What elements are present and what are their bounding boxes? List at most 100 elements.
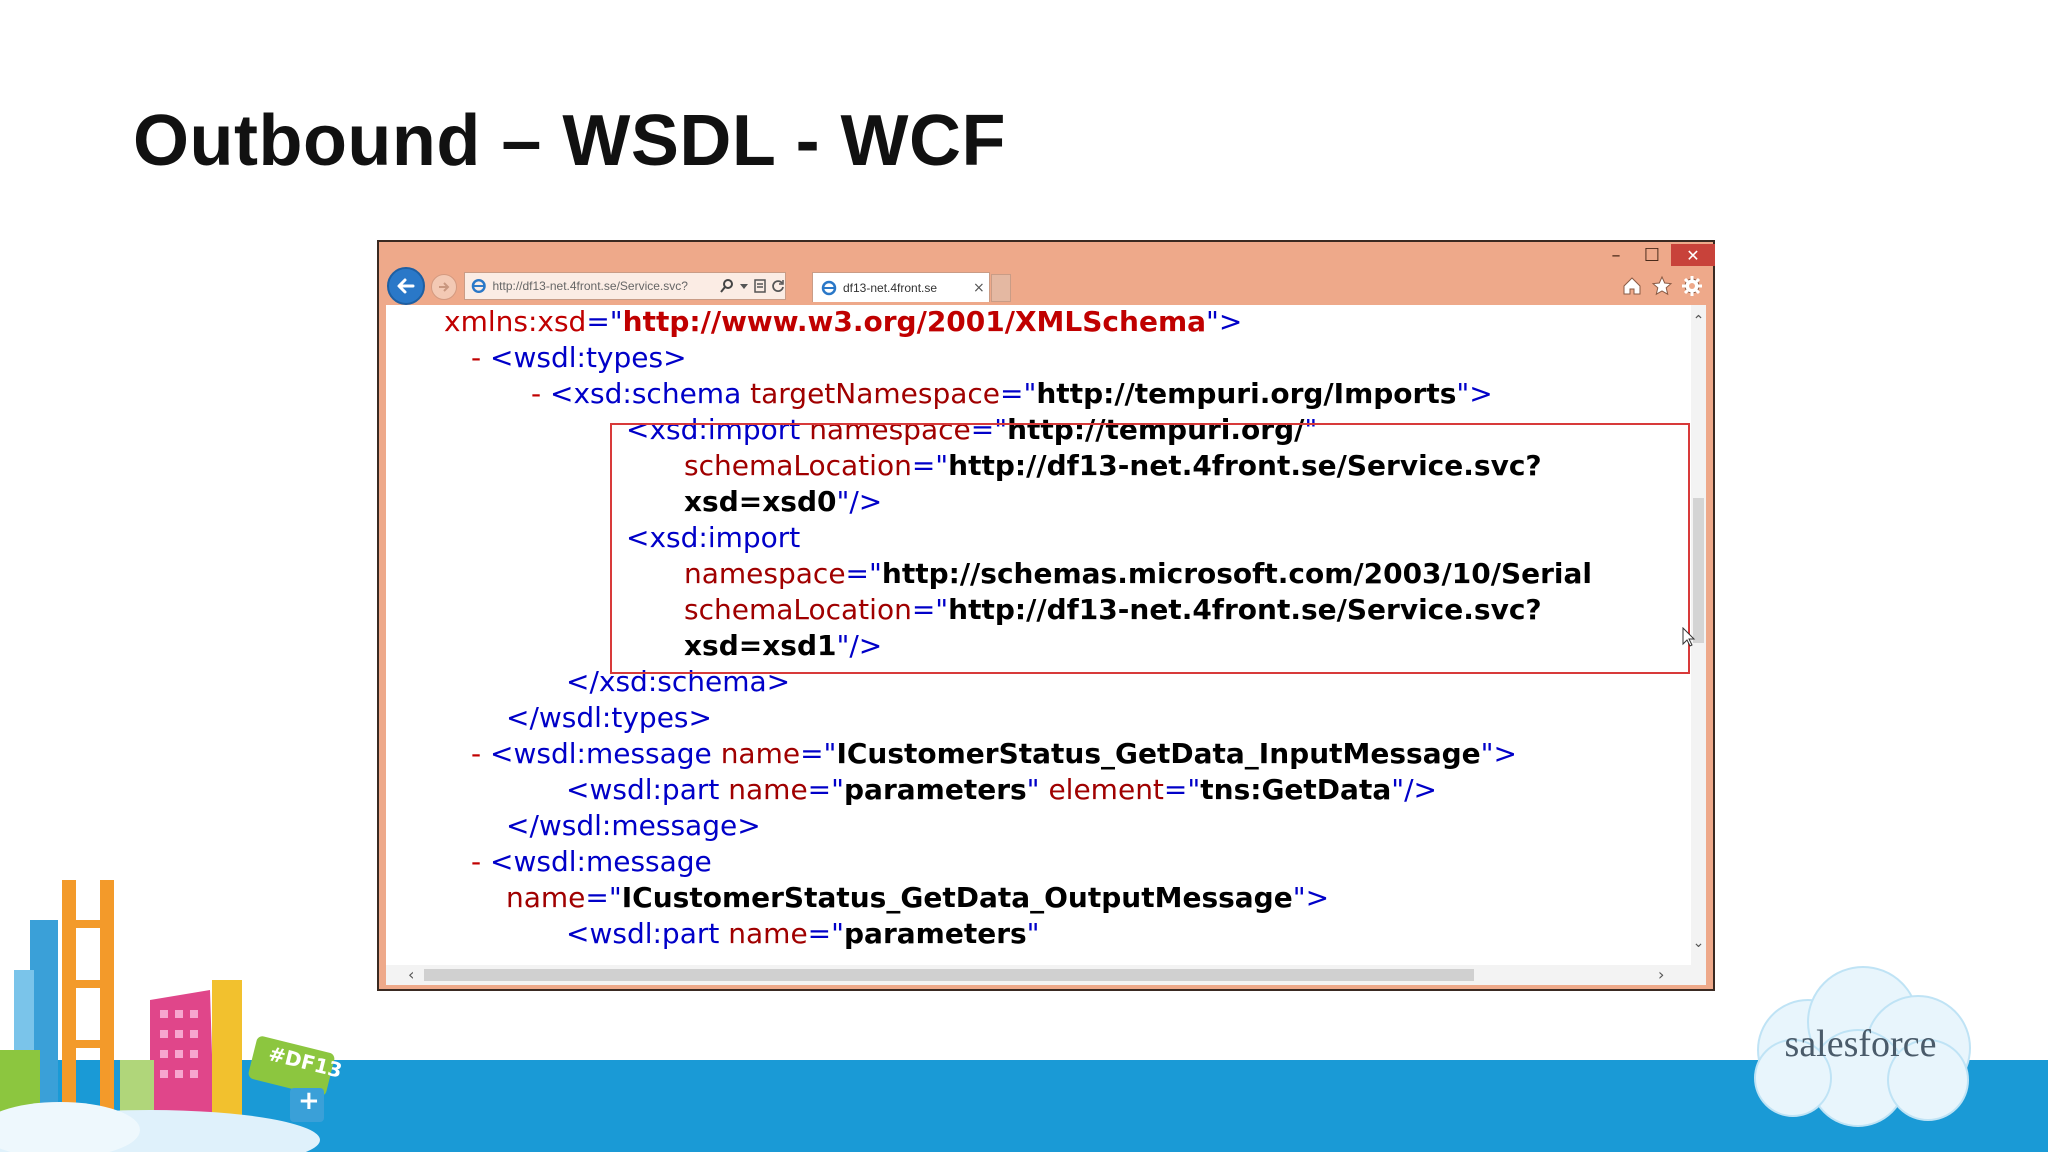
scroll-left-icon[interactable]: ‹ xyxy=(408,965,415,984)
forward-icon xyxy=(439,282,450,292)
xml-value: http://schemas.microsoft.com/2003/10/Ser… xyxy=(881,557,1593,590)
xml-value: http://df13-net.4front.se/Service.svc? xyxy=(948,593,1542,626)
xml-line: - <wsdl:message name="ICustomerStatus_Ge… xyxy=(471,737,1517,770)
xml-view: xmlns:xsd="http://www.w3.org/2001/XMLSch… xyxy=(386,305,1691,965)
xml-value: http://tempuri.org/Imports xyxy=(1036,377,1457,410)
vertical-scrollbar[interactable]: ⌃ ⌄ xyxy=(1691,305,1706,965)
salesforce-wordmark: salesforce xyxy=(1784,1023,1937,1065)
dropdown-icon[interactable] xyxy=(739,281,749,291)
xml-line: <wsdl:part name="parameters" element="tn… xyxy=(566,773,1438,806)
compat-icon[interactable] xyxy=(753,279,767,293)
xml-line: </wsdl:message> xyxy=(506,809,761,843)
xml-value: tns:GetData xyxy=(1200,773,1392,806)
xml-attr: name xyxy=(728,917,808,950)
salesforce-logo: salesforce xyxy=(1738,960,1983,1132)
home-icon[interactable] xyxy=(1621,275,1643,297)
scroll-right-icon[interactable]: › xyxy=(1658,965,1665,984)
forward-button[interactable] xyxy=(431,274,457,300)
favorites-star-icon[interactable] xyxy=(1651,275,1673,297)
xml-punct: =" xyxy=(586,305,623,338)
xml-value: http://df13-net.4front.se/Service.svc? xyxy=(948,449,1542,482)
xml-attr: namespace xyxy=(809,413,971,446)
xml-value: http://www.w3.org/2001/XMLSchema xyxy=(622,305,1207,338)
collapse-toggle[interactable]: - xyxy=(531,377,542,410)
xml-attr: name xyxy=(506,881,586,914)
xml-value: ICustomerStatus_GetData_InputMessage xyxy=(836,737,1481,770)
scroll-down-icon[interactable]: ⌄ xyxy=(1692,935,1705,951)
xml-line: <xsd:import namespace="http://tempuri.or… xyxy=(626,413,1318,446)
xml-line: <wsdl:part name="parameters" xyxy=(566,917,1040,950)
xml-line: xsd=xsd0"/> xyxy=(684,485,882,519)
minimize-button[interactable]: – xyxy=(1611,244,1621,266)
xml-tag: <xsd:schema xyxy=(550,377,751,410)
collapse-toggle[interactable]: - xyxy=(471,737,482,770)
maximize-button[interactable]: ☐ xyxy=(1643,244,1661,266)
scroll-up-icon[interactable]: ⌃ xyxy=(1692,313,1705,329)
page-content: xmlns:xsd="http://www.w3.org/2001/XMLSch… xyxy=(386,305,1706,985)
refresh-icon[interactable] xyxy=(771,279,785,293)
cloud-icon xyxy=(1754,966,1971,1127)
xml-tag: <xsd:import xyxy=(626,413,810,446)
browser-window: – ☐ ✕ http://df13-net.4front.se/Service.… xyxy=(377,240,1715,991)
xml-line: - <xsd:schema targetNamespace="http://te… xyxy=(531,377,1493,410)
xml-attr: targetNamespace xyxy=(750,377,1001,410)
new-tab-button[interactable] xyxy=(991,274,1011,302)
xml-tag: <wsdl:message xyxy=(490,737,721,770)
vertical-scroll-thumb[interactable] xyxy=(1693,498,1704,643)
xml-attr: element xyxy=(1048,773,1164,806)
xml-value: xsd=xsd1 xyxy=(684,629,837,662)
slide-title: Outbound – WSDL - WCF xyxy=(133,101,1006,181)
xml-line: - <wsdl:types> xyxy=(471,341,687,375)
close-button[interactable]: ✕ xyxy=(1671,244,1715,266)
xml-tag: </wsdl:message> xyxy=(506,809,761,842)
collapse-toggle[interactable]: - xyxy=(471,341,482,374)
xml-punct: "> xyxy=(1206,305,1243,338)
back-button[interactable] xyxy=(387,267,425,305)
xml-tag: <wsdl:message xyxy=(490,845,712,878)
horizontal-scroll-thumb[interactable] xyxy=(424,969,1474,981)
xml-tag: </wsdl:types> xyxy=(506,701,712,734)
xml-value: ICustomerStatus_GetData_OutputMessage xyxy=(621,881,1293,914)
ie-icon xyxy=(821,280,837,295)
mouse-cursor-icon xyxy=(1682,627,1696,647)
xml-line: namespace="http://schemas.microsoft.com/… xyxy=(684,557,1593,590)
horizontal-scrollbar[interactable]: ‹ › xyxy=(386,965,1706,985)
xml-attr: schemaLocation xyxy=(684,593,912,626)
xml-line: name="ICustomerStatus_GetData_OutputMess… xyxy=(506,881,1330,914)
tab-active[interactable]: df13-net.4front.se × xyxy=(812,272,990,302)
highlight-box xyxy=(610,423,1690,674)
xml-tag: <xsd:import xyxy=(626,521,801,554)
df13-badge-plus: + xyxy=(298,1086,320,1116)
footer-band xyxy=(0,1060,2048,1152)
address-url[interactable]: http://df13-net.4front.se/Service.svc? xyxy=(492,279,688,293)
xml-value: parameters xyxy=(844,917,1027,950)
xml-attr: namespace xyxy=(684,557,846,590)
xml-punct: "/> xyxy=(836,629,883,662)
tab-title: df13-net.4front.se xyxy=(843,280,938,295)
xml-attr: xmlns:xsd xyxy=(444,305,587,338)
back-icon xyxy=(397,278,415,294)
xml-value: http://tempuri.org/ xyxy=(1007,413,1305,446)
df13-cityscape-art: #DF13 + xyxy=(0,860,360,1157)
address-bar[interactable]: http://df13-net.4front.se/Service.svc? xyxy=(464,272,786,300)
xml-line: <xsd:import xyxy=(626,521,800,555)
xml-value: xsd=xsd0 xyxy=(684,485,837,518)
xml-attr: schemaLocation xyxy=(684,449,912,482)
xml-line: xmlns:xsd="http://www.w3.org/2001/XMLSch… xyxy=(444,305,1242,339)
search-icon[interactable] xyxy=(719,278,735,294)
xml-line: - <wsdl:message xyxy=(471,845,712,879)
collapse-toggle[interactable]: - xyxy=(471,845,482,878)
xml-tag: <wsdl:part xyxy=(566,917,729,950)
xml-tag: <wsdl:part xyxy=(566,773,729,806)
tab-close-icon[interactable]: × xyxy=(973,279,985,296)
ie-icon xyxy=(471,278,486,294)
settings-gear-icon[interactable] xyxy=(1681,275,1703,297)
xml-punct: "/> xyxy=(836,485,883,518)
xml-attr: name xyxy=(728,773,808,806)
toolbar-right xyxy=(1617,272,1707,300)
xml-line: schemaLocation="http://df13-net.4front.s… xyxy=(684,593,1542,626)
xml-attr: name xyxy=(720,737,801,770)
xml-punct: "/> xyxy=(1391,773,1438,806)
xml-line: schemaLocation="http://df13-net.4front.s… xyxy=(684,449,1542,482)
xml-line: </wsdl:types> xyxy=(506,701,712,735)
